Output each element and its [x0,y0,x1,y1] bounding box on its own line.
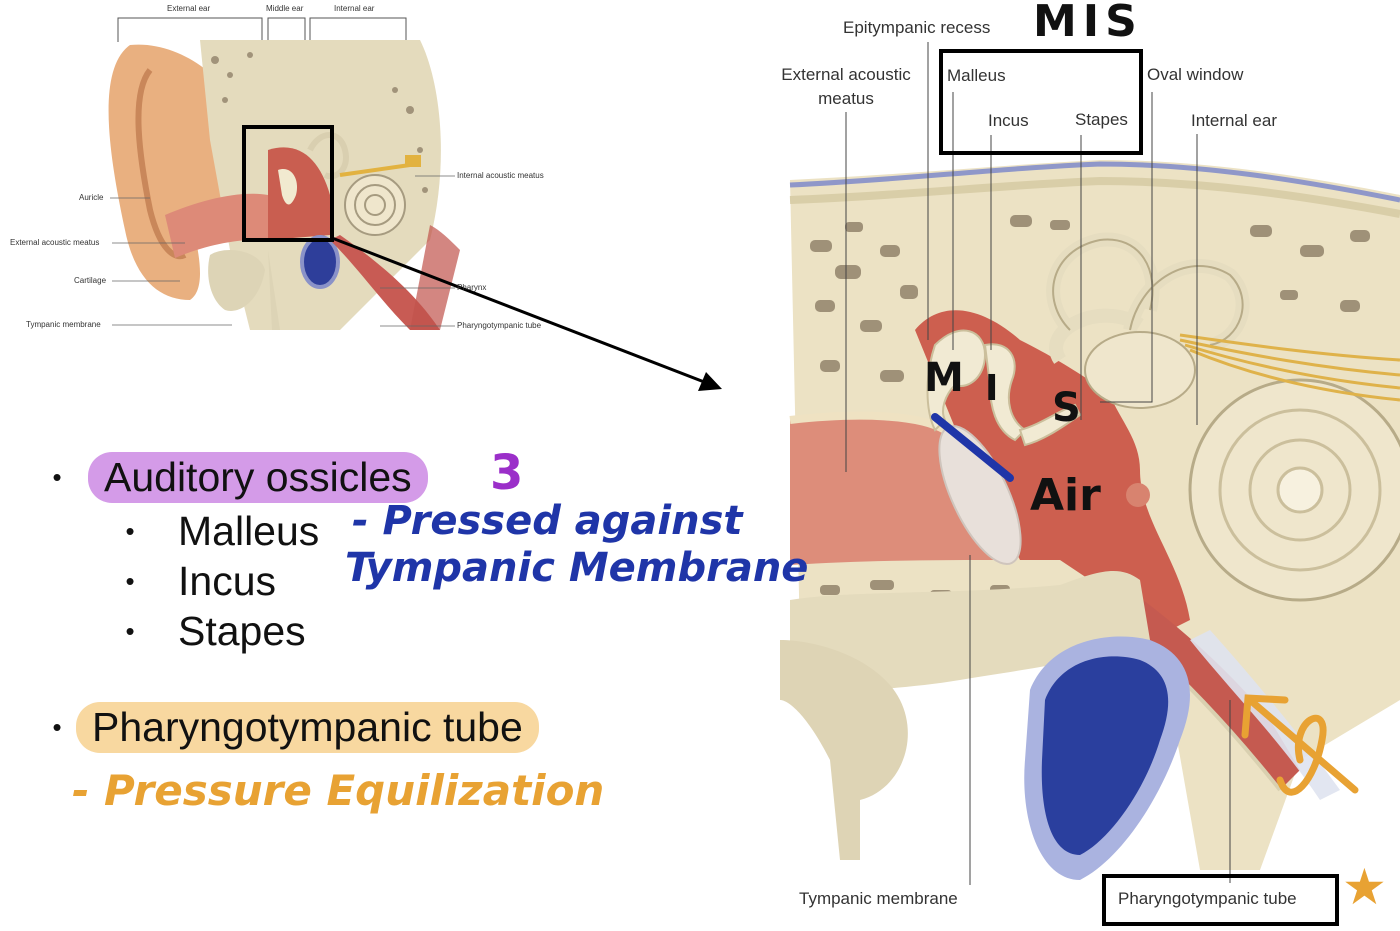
label-middle-ear: Middle ear [266,4,304,13]
bullet-stapes: • Stapes [115,608,306,655]
ossicles-heading: Auditory ossicles [88,452,428,503]
label-pharynx: Pharynx [457,283,487,292]
handwritten-pressed-line2: Tympanic Membrane [345,545,809,591]
handwritten-air: Air [1030,470,1101,521]
bullet-pharyngotympanic-tube: • Pharyngotympanic tube [42,702,539,753]
bullet-dot-icon: • [125,516,135,546]
star-icon: ★ [1342,858,1387,916]
label-pharyngotympanic-tube-small: Pharyngotympanic tube [457,321,542,330]
orange-arrow-annotation [1241,694,1359,796]
handwritten-three: 3 [490,445,524,501]
label-incus: Incus [988,111,1029,130]
handwritten-pressure-equilization: - Pressure Equilization [72,766,605,815]
label-external-acoustic-meatus-line2: meatus [818,89,874,108]
label-stapes: Stapes [1075,110,1128,129]
ossicle-stapes: Stapes [178,608,306,654]
label-external-acoustic-meatus-small: External acoustic meatus [10,238,100,247]
ossicle-incus: Incus [178,558,276,604]
bullet-dot-icon: • [125,616,135,646]
label-external-ear: External ear [167,4,211,13]
label-external-acoustic-meatus-line1: External acoustic [781,65,911,84]
label-internal-ear: Internal ear [334,4,375,13]
blue-ink-stroke [931,413,1014,482]
handwritten-pressed-line1: - Pressed against [352,498,743,544]
label-tympanic-membrane: Tympanic membrane [799,889,958,908]
handwritten-s: S [1052,385,1081,431]
handwritten-m: M [924,355,964,401]
tube-heading: Pharyngotympanic tube [76,702,539,753]
tube-label-box [1102,874,1339,926]
ossicle-malleus: Malleus [178,508,320,554]
bullet-dot-icon: • [125,566,135,596]
label-internal-acoustic-meatus: Internal acoustic meatus [457,171,544,180]
label-auricle: Auricle [79,193,104,202]
label-pharyngotympanic-tube: Pharyngotympanic tube [1118,889,1297,908]
label-malleus: Malleus [947,66,1006,85]
zoom-box [242,125,334,242]
label-cartilage: Cartilage [74,276,107,285]
handwritten-i: I [985,368,999,409]
bullet-malleus: • Malleus [115,508,319,555]
label-epitympanic-recess: Epitympanic recess [843,18,991,37]
bullet-dot-icon: • [52,462,62,492]
handwritten-mis-top: MIS [1033,0,1143,47]
label-internal-ear: Internal ear [1191,111,1277,130]
mis-label-box [939,49,1143,155]
label-tympanic-membrane-small: Tympanic membrane [26,320,101,329]
bullet-auditory-ossicles: • Auditory ossicles [42,452,428,503]
bullet-incus: • Incus [115,558,276,605]
bullet-dot-icon: • [52,712,62,742]
label-oval-window: Oval window [1147,65,1244,84]
